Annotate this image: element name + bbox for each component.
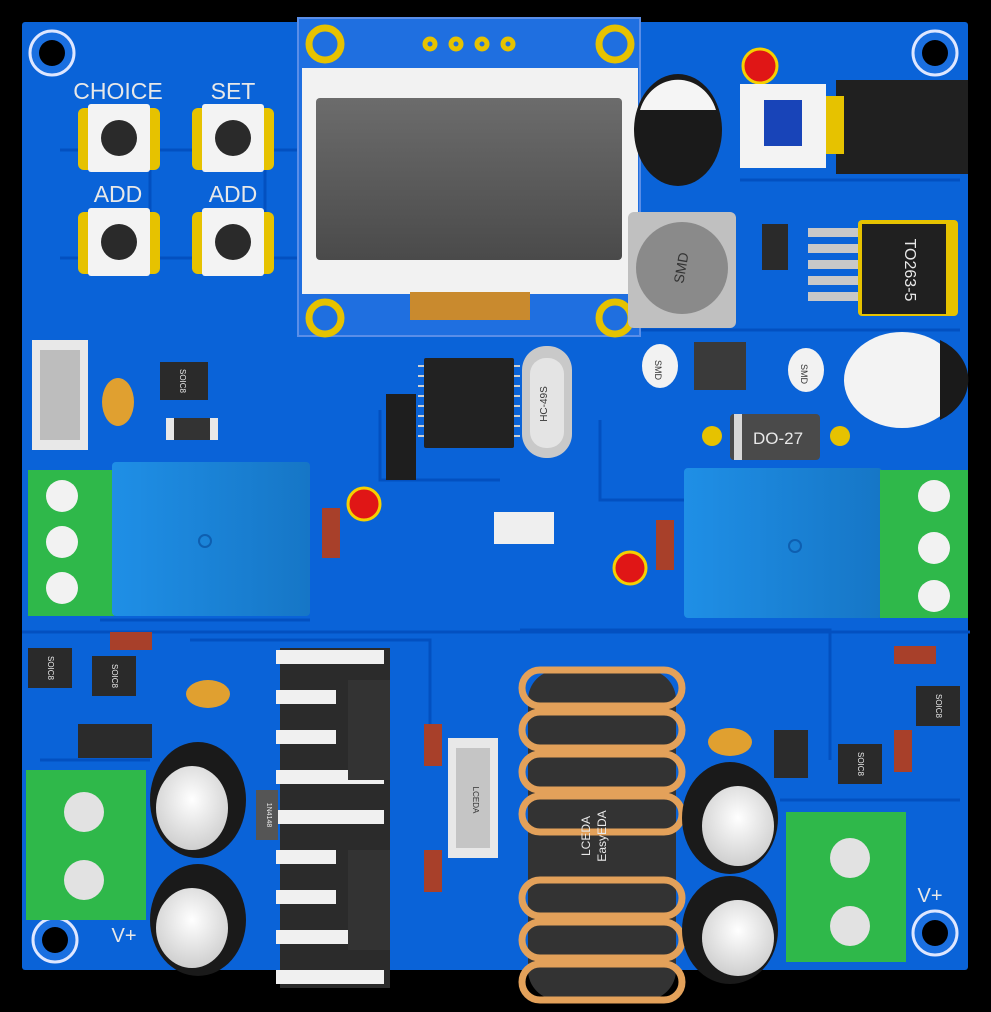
button-label-add-right: ADD [209,181,258,207]
svg-text:HC-49S: HC-49S [539,386,550,422]
mcu-section: HC-49S [386,346,572,544]
svg-text:SOIC8: SOIC8 [856,752,865,777]
heatsink [276,648,390,988]
left-upper-components: SOIC8 [32,340,218,450]
svg-text:1N4148: 1N4148 [265,803,272,828]
smd-inductor-label: SMD [670,251,691,284]
pin-header [386,394,416,480]
svg-text:SOIC8: SOIC8 [934,694,943,719]
trace-lines [22,120,970,802]
button-add-left[interactable] [78,208,160,276]
dc-jack [836,80,968,174]
svg-text:SOIC8: SOIC8 [178,369,187,394]
svg-text:SOIC8: SOIC8 [110,664,119,689]
svg-text:SMD: SMD [799,364,809,385]
lower-power-stage: SOIC8 SOIC8 V+ 1N4148 [26,632,960,1004]
relay-right [684,468,882,618]
soic8-chip-2 [92,656,136,696]
led-power [741,47,779,85]
mcu-chip [424,358,514,448]
button-label-set: SET [211,78,256,104]
svg-text:SOIC8: SOIC8 [46,656,55,681]
button-choice[interactable] [78,104,160,172]
button-set[interactable] [192,104,274,172]
regulator-label: TO263-5 [901,239,918,302]
soic8-chip-left [160,362,208,400]
coil-label-lceda: LCEDA [579,816,593,856]
toroid-inductor: LCEDA EasyEDA [518,666,686,1004]
coil-label-easyeda: EasyEDA [595,810,609,861]
soic8-chip-4 [916,686,960,726]
relay-section [28,462,968,618]
led-relay-right [612,550,648,586]
diode-do27 [730,414,820,460]
svg-text:SMD: SMD [653,360,663,381]
button-label-add-left: ADD [94,181,143,207]
button-add-right[interactable] [192,208,274,276]
electrolytic-cap-right [844,332,960,428]
terminal-label-left: V+ [111,925,136,947]
soic8-chip-1 [28,648,72,688]
power-input-section: SMD TO263-5 DO-27 SMD SMD [628,47,969,460]
mounting-holes [28,29,959,964]
soic8-chip-3 [838,744,882,784]
diode-label: DO-27 [753,429,803,448]
svg-text:LCEDA: LCEDA [471,787,480,814]
tactile-buttons: CHOICE SET ADD ADD [73,78,274,276]
tact-switch-small[interactable] [494,512,554,544]
oled-display [297,17,641,338]
terminal-label-right: V+ [917,885,942,907]
button-label-choice: CHOICE [73,78,162,104]
led-relay-left [346,486,382,522]
